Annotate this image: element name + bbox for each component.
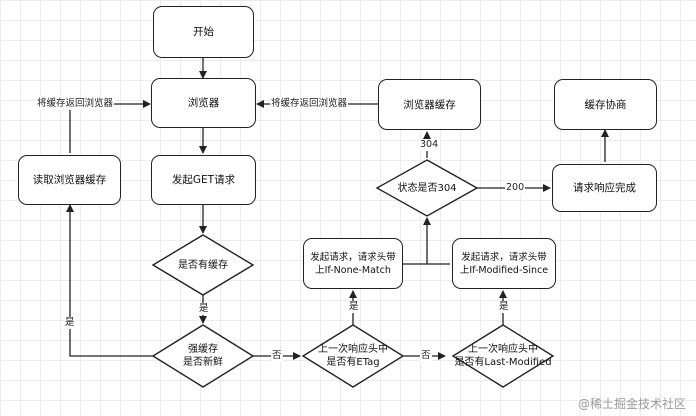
- label-yes-strong-cache: 是: [64, 317, 76, 329]
- label-return-to-browser-left: 将缓存返回浏览器: [36, 98, 115, 110]
- node-start[interactable]: 开始: [153, 6, 254, 58]
- node-read-browser-cache[interactable]: 读取浏览器缓存: [18, 155, 121, 205]
- req-none-match-line2: 上If-None-Match: [315, 264, 391, 276]
- req-mod-since-line1: 发起请求，请求头带: [461, 251, 547, 263]
- node-browser[interactable]: 浏览器: [151, 78, 256, 128]
- req-none-match-line1: 发起请求，请求头带: [310, 251, 396, 263]
- label-no-etag: 否: [420, 350, 432, 362]
- edge-readcache-browser: [69, 100, 151, 153]
- req-mod-since-line2: 上If-Modified-Since: [459, 264, 549, 276]
- node-cache-negotiation[interactable]: 缓存协商: [554, 79, 657, 130]
- decision-has-etag: [301, 324, 405, 388]
- label-yes-etag: 是: [348, 301, 360, 313]
- label-code-304: 304: [419, 139, 440, 151]
- watermark: @稀土掘金技术社区: [577, 397, 686, 411]
- label-return-to-browser-mid: 将缓存返回浏览器: [270, 98, 349, 110]
- node-browser-cache[interactable]: 浏览器缓存: [378, 79, 481, 130]
- node-request-if-modified-since[interactable]: 发起请求，请求头带 上If-Modified-Since: [452, 238, 556, 289]
- edge-strong-readcache: [66, 204, 153, 357]
- decision-has-cache: [151, 234, 255, 296]
- decision-status-304: [375, 159, 479, 217]
- label-no-strong-cache: 否: [271, 350, 283, 362]
- decision-has-last-modified: [451, 324, 555, 388]
- decision-strong-cache: [151, 324, 255, 388]
- node-request-if-none-match[interactable]: 发起请求，请求头带 上If-None-Match: [303, 238, 403, 289]
- label-yes-last-modified: 是: [498, 301, 510, 313]
- node-send-get-request[interactable]: 发起GET请求: [151, 155, 256, 205]
- label-code-200: 200: [505, 182, 526, 194]
- label-yes-has-cache: 是: [198, 303, 210, 315]
- node-response-complete[interactable]: 请求响应完成: [552, 164, 657, 212]
